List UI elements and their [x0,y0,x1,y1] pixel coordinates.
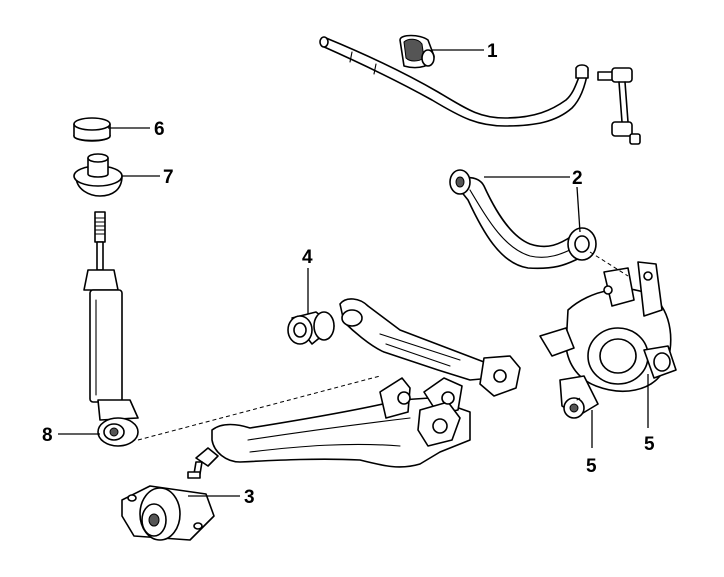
upper-control-arm [449,169,597,270]
callout-1: 1 [487,41,498,62]
stabilizer-bushing-part [399,34,435,69]
stabilizer-bar [319,36,589,127]
callout-labels: 1 2 3 4 5 5 6 7 8 [42,41,655,508]
assembly-guide-lines [137,251,629,441]
arm-bushing-bracket-part [121,485,215,541]
callout-6: 6 [154,119,165,140]
callout-5-left: 5 [586,456,597,477]
callout-8: 8 [42,425,53,446]
bump-stopper-part [73,153,123,197]
callout-4: 4 [302,247,313,268]
leader-lines [58,49,649,497]
callout-2: 2 [572,168,583,189]
upper-insulator-part [73,117,111,142]
callout-3: 3 [244,487,255,508]
callout-5-right: 5 [644,434,655,455]
callout-7: 7 [163,167,174,188]
stabilizer-link [597,67,641,145]
bushing-part [287,311,335,345]
rear-axle-carrier [539,261,677,419]
lower-arm-assembly [187,298,521,479]
shock-absorber-part [83,211,139,447]
